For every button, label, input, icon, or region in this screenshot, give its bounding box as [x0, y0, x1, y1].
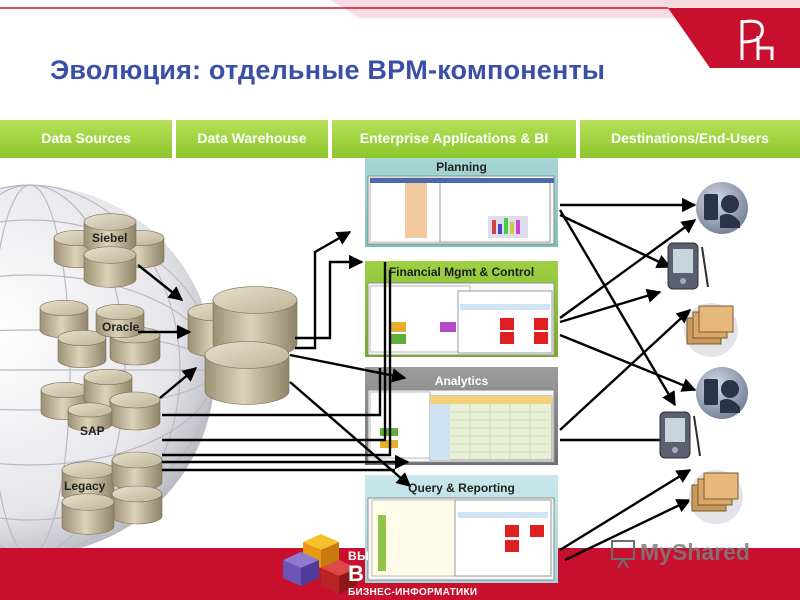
slide-title: Эволюция: отдельные BPM-компоненты [50, 55, 606, 85]
source-label-sap: SAP [80, 424, 105, 438]
source-label-oracle: Oracle [102, 320, 140, 334]
column-header-data-sources: Data Sources [0, 120, 172, 158]
cylinder-top [111, 451, 163, 469]
footer-logo-partial-big: В [348, 561, 364, 586]
data-flow-arrows [137, 197, 697, 562]
column-header-data-warehouse: Data Warehouse [176, 120, 328, 158]
footer-logo-partial-top: ВЫ [348, 549, 370, 563]
cylinder-top [111, 485, 163, 503]
cylinder-top [57, 330, 107, 346]
cylinder-top [83, 369, 133, 385]
analytics-panel [365, 367, 558, 465]
folders-icon [689, 470, 743, 524]
cylinder-top [61, 493, 115, 511]
pda-icon [667, 242, 709, 290]
university-logo-icon [740, 19, 774, 60]
data-warehouse-icon [187, 286, 298, 405]
cylinder-top [40, 382, 90, 398]
oracle-database-icon [39, 300, 161, 368]
column-header-enterprise-apps: Enterprise Applications & BI [332, 120, 576, 158]
cylinder-top [61, 461, 115, 479]
cylinder-body [204, 354, 290, 405]
source-label-siebel: Siebel [92, 231, 128, 245]
cylinder-top [204, 341, 290, 369]
column-header-destinations: Destinations/End-Users [580, 120, 800, 158]
cylinder-body [83, 254, 137, 288]
query-reporting-panel [365, 475, 558, 583]
folders-icon [684, 303, 738, 357]
user-icon [696, 367, 748, 419]
legacy-database-icon [61, 451, 163, 535]
top-red-band [0, 0, 800, 68]
cylinder-top [83, 213, 137, 231]
source-label-legacy: Legacy [64, 479, 106, 493]
cylinder-body [57, 337, 107, 368]
cylinder-top [83, 246, 137, 264]
financial-mgmt-panel [365, 261, 558, 357]
cylinder-top [109, 391, 161, 409]
panel-title-analytics: Analytics [434, 374, 489, 388]
cylinder-top [95, 304, 145, 320]
siebel-database-icon [53, 213, 165, 288]
presentation-icon [611, 540, 635, 569]
panel-title-financial: Financial Mgmt & Control [388, 265, 535, 279]
cube-logo-icon [283, 534, 357, 594]
cylinder-body [61, 501, 115, 535]
cylinder-top [212, 286, 298, 314]
watermark-text: MyShared [640, 539, 750, 565]
panel-title-query-reporting: Query & Reporting [408, 481, 515, 495]
planning-panel [365, 155, 558, 247]
footer-logo-subtitle: БИЗНЕС-ИНФОРМАТИКИ [348, 587, 478, 598]
sap-database-icon [40, 369, 161, 432]
cylinder-top [67, 402, 113, 418]
cylinder-top [39, 300, 89, 316]
cylinder-body [109, 334, 161, 366]
panel-title-planning: Planning [436, 160, 487, 174]
user-icon [696, 182, 748, 234]
pda-icon [659, 411, 701, 459]
